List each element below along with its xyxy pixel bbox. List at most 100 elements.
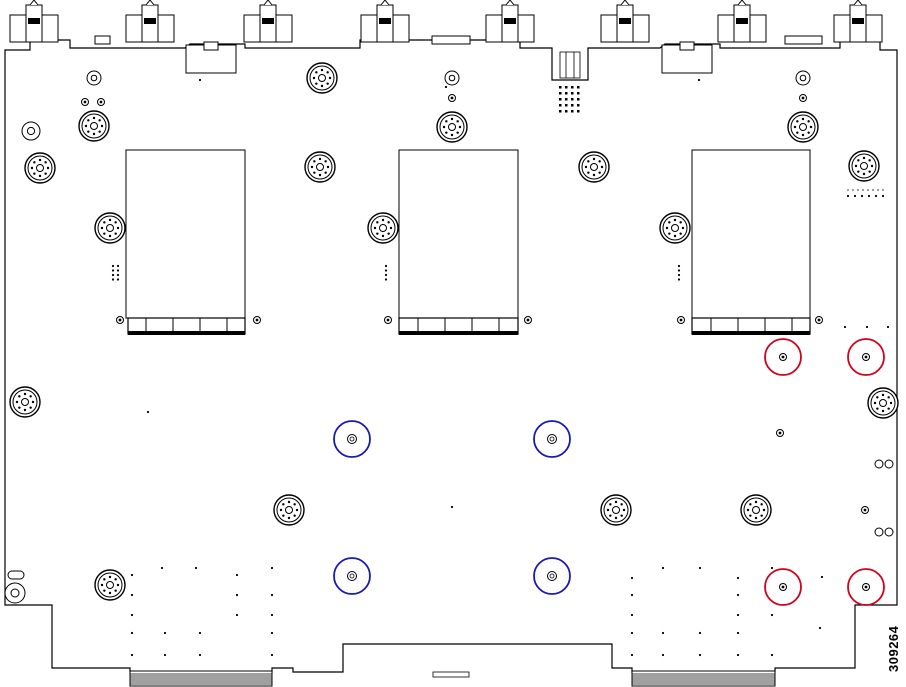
latch-block (185, 41, 237, 74)
highlighted-screw-red (764, 568, 802, 606)
tiny-dot (111, 269, 115, 272)
highlighted-screw-blue (533, 420, 571, 458)
highlighted-screws-blue (333, 420, 571, 595)
mounting-standoff (848, 150, 880, 182)
connector-tower (125, 0, 175, 43)
paired-holes (874, 527, 894, 537)
heatsink-module-center (398, 149, 519, 335)
screw-hole (86, 70, 102, 86)
tiny-dot (130, 573, 134, 577)
screw-hole (21, 121, 41, 141)
grid-dot (565, 110, 568, 113)
grid-dot (559, 92, 562, 95)
heatsink-module-right (691, 149, 811, 335)
tiny-dot (630, 576, 634, 580)
tiny-dot (116, 269, 120, 272)
tiny-dot (163, 631, 167, 635)
tiny-dot (661, 566, 665, 570)
tiny-dot (160, 566, 164, 570)
small-via (861, 506, 869, 514)
tiny-dot (770, 613, 774, 617)
bridge-block (431, 35, 471, 45)
screw-hole (795, 70, 811, 86)
highlighted-screw-red (847, 338, 885, 376)
figure-id-label: 309264 (886, 625, 901, 672)
tiny-dot (661, 653, 665, 657)
mounting-standoff (659, 212, 691, 244)
tiny-dot (384, 278, 388, 281)
mounting-standoff (436, 111, 468, 143)
paired-holes (874, 459, 894, 469)
tiny-dot (736, 576, 740, 580)
tiny-dot (677, 264, 681, 268)
small-holes (4, 70, 894, 657)
highlighted-screw-blue (533, 557, 571, 595)
small-via (97, 98, 105, 106)
tiny-dot (146, 410, 150, 414)
dot-grid (559, 86, 886, 191)
tiny-dot (630, 631, 634, 635)
tiny-dot (130, 653, 134, 657)
tiny-dot (630, 593, 634, 597)
small-via (384, 316, 392, 324)
tiny-dot (270, 593, 274, 597)
connector-tower (717, 0, 767, 43)
tiny-dot (198, 653, 202, 657)
mounting-standoff (867, 387, 899, 419)
tiny-dot (698, 653, 702, 657)
edge-connector-center (432, 671, 470, 678)
tiny-dot (886, 325, 890, 329)
bridge-block (94, 35, 111, 45)
tiny-dot (235, 593, 239, 597)
tiny-dot (865, 325, 869, 329)
mounting-standoff (740, 494, 772, 526)
tiny-dot (736, 653, 740, 657)
tiny-dot (198, 631, 202, 635)
tiny-dot (450, 505, 454, 509)
tiny-dot (198, 78, 202, 82)
tiny-dot (270, 631, 274, 635)
tiny-dot (444, 85, 448, 89)
mounting-standoff (600, 494, 632, 526)
tiny-dot (697, 78, 701, 82)
screw-hole (444, 70, 460, 86)
tiny-dot (384, 273, 388, 277)
tiny-dot (163, 653, 167, 657)
tiny-dot (677, 269, 681, 272)
tiny-dot (130, 613, 134, 617)
tiny-dot (235, 573, 239, 577)
small-via (524, 316, 532, 324)
grid-dot (577, 110, 580, 113)
grid-dot (559, 110, 562, 113)
grid-dot (571, 110, 574, 113)
mounting-standoff (306, 62, 338, 94)
grid-dot (577, 86, 580, 89)
tiny-dot (677, 273, 681, 277)
mounting-standoff (94, 569, 126, 601)
tiny-dot (630, 653, 634, 657)
small-via (776, 429, 784, 437)
highlighted-screw-red (764, 338, 802, 376)
mounting-standoff (78, 110, 110, 142)
tiny-dot (384, 269, 388, 272)
tiny-dot (130, 631, 134, 635)
mounting-standoff (94, 212, 126, 244)
tiny-dot (116, 278, 120, 281)
connector-tower (9, 0, 59, 43)
tiny-dot (867, 194, 871, 198)
highlighted-screws-red (764, 338, 885, 606)
grid-dot (565, 86, 568, 89)
grid-dot (559, 86, 562, 89)
edge-connector-left (129, 670, 273, 687)
tiny-dot (820, 575, 824, 579)
small-via (815, 316, 823, 324)
edge-connector-right (631, 670, 776, 687)
heatsink-module-left (125, 149, 246, 335)
tiny-dot (736, 631, 740, 635)
tiny-dot (843, 325, 847, 329)
mounting-standoff (787, 111, 819, 143)
connector-tower (833, 0, 883, 43)
tiny-dot (860, 194, 864, 198)
tiny-dot (818, 626, 822, 630)
